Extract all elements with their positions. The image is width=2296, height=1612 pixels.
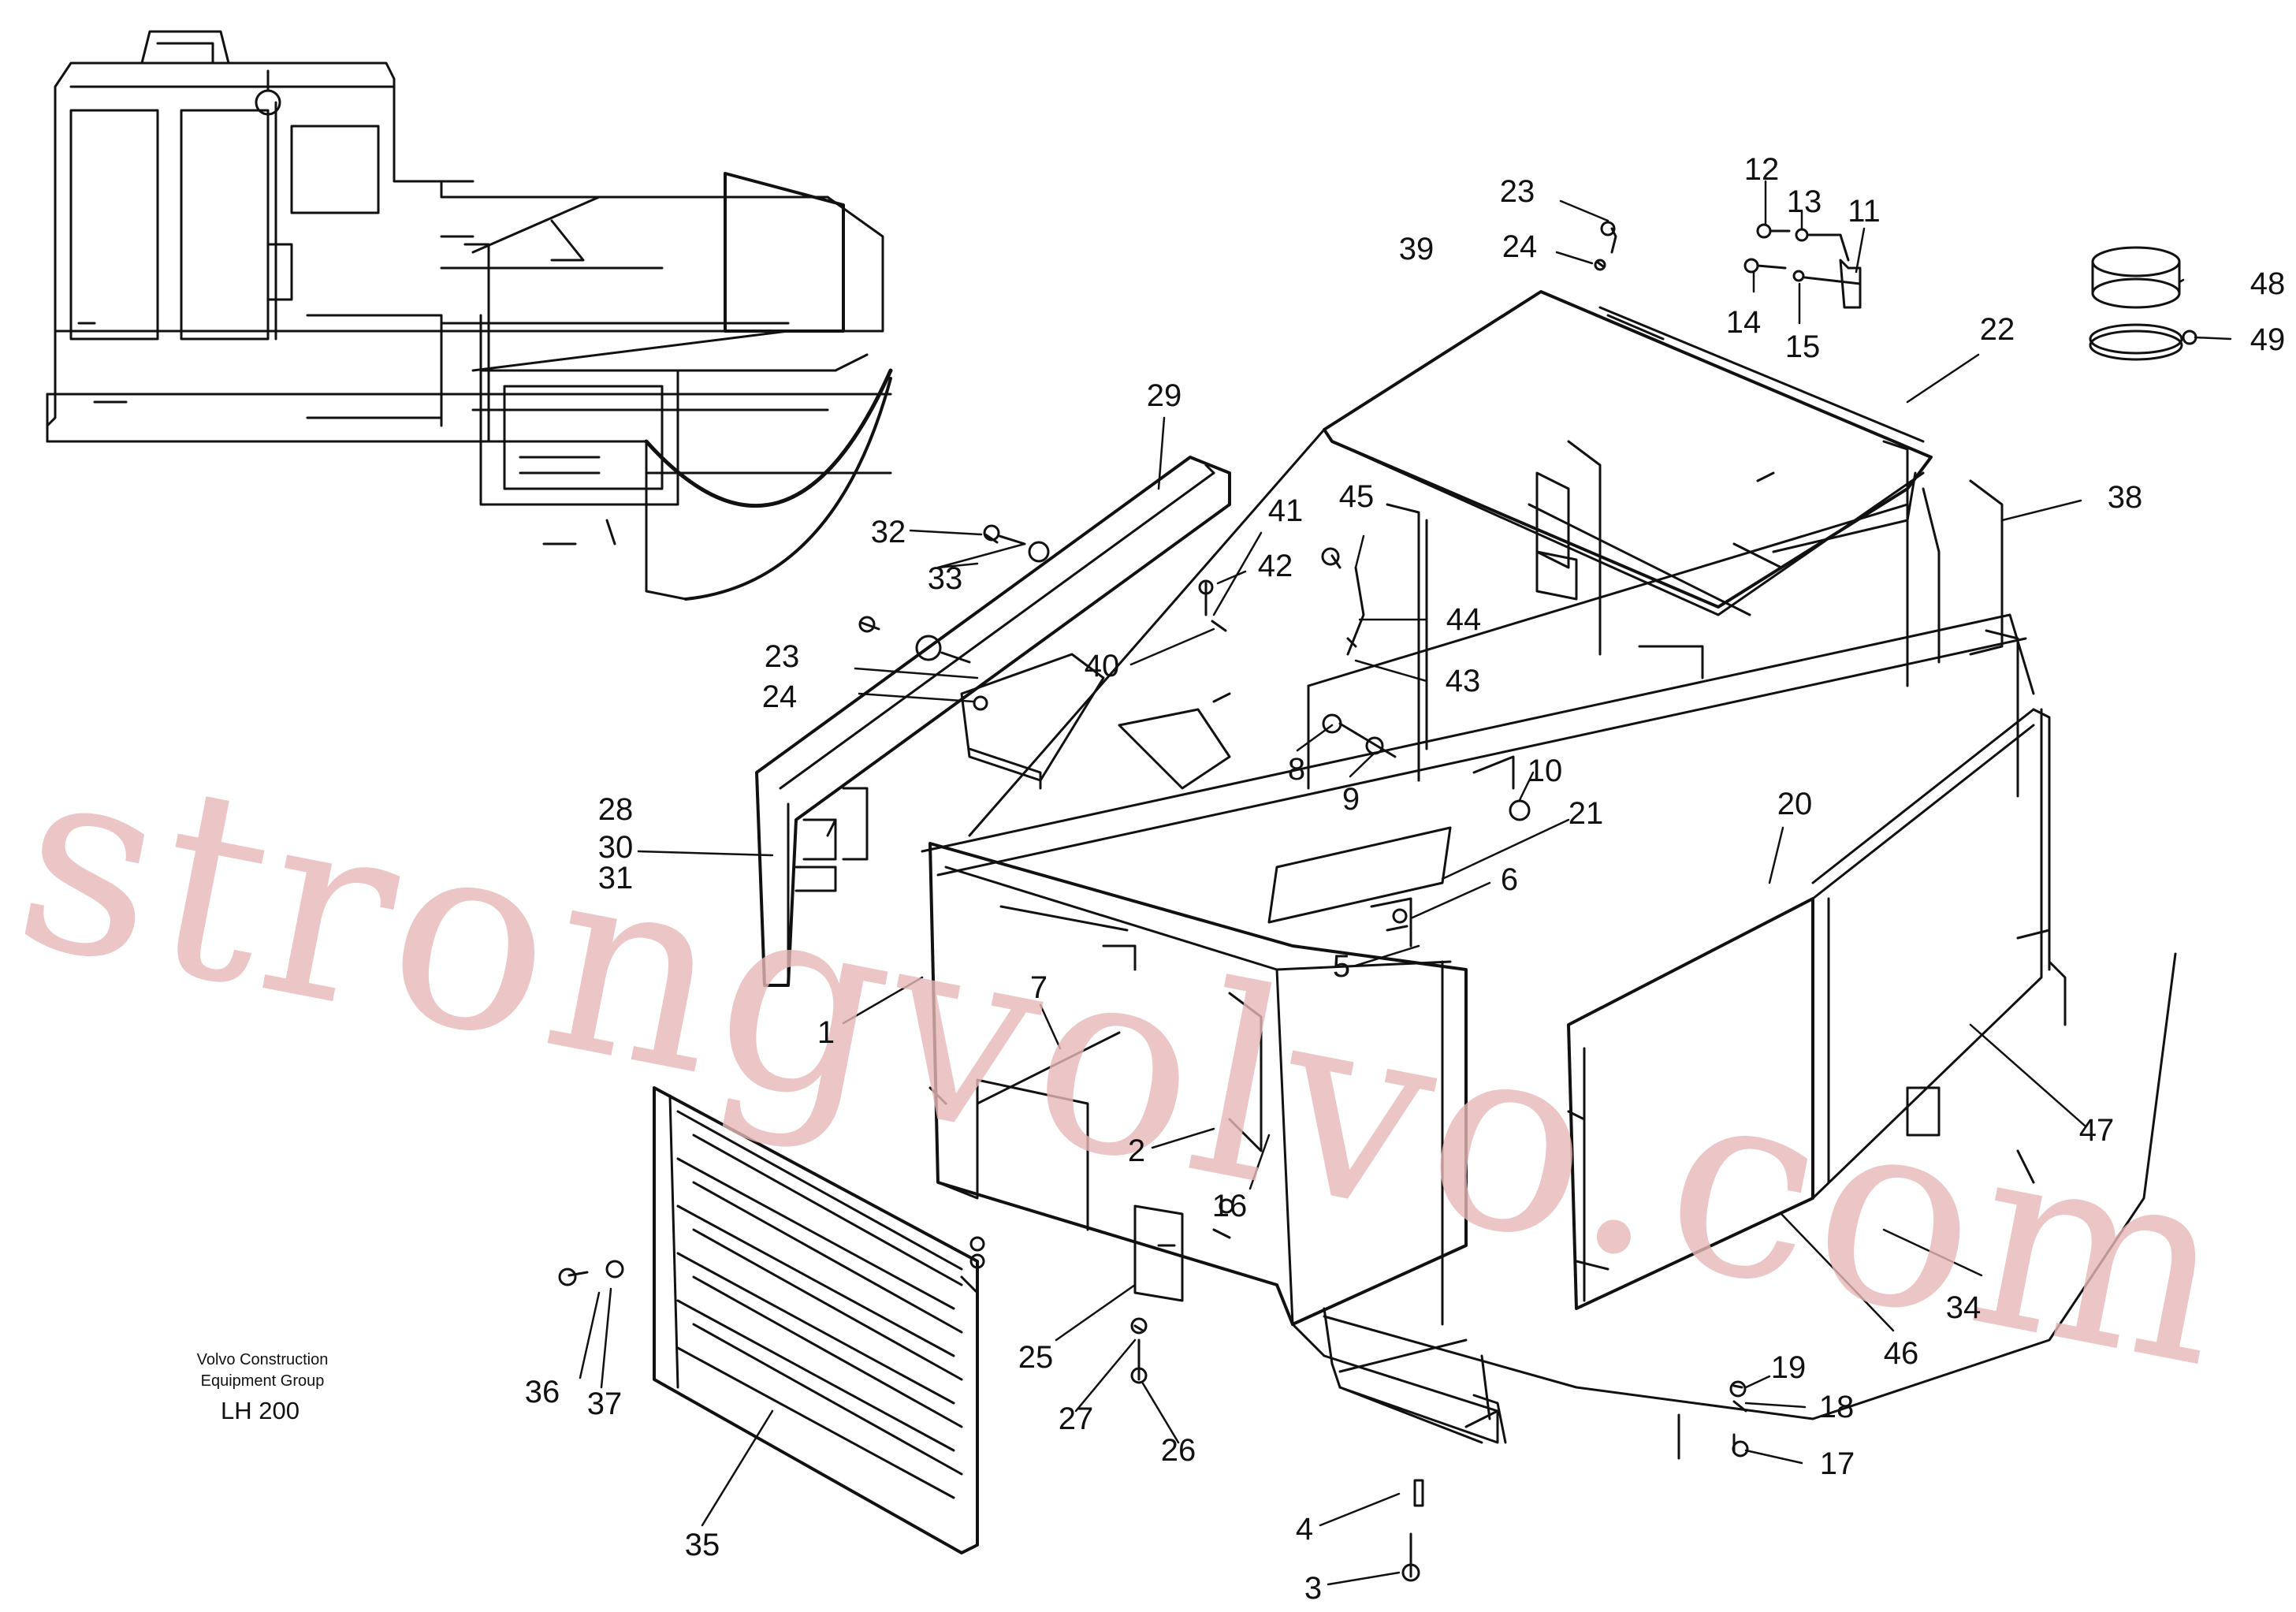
leader-lines [579, 180, 2232, 1586]
machine-overview [46, 30, 893, 601]
callout-29: 29 [1146, 378, 1182, 413]
callout-20: 20 [1777, 787, 1813, 821]
counterweight-drawing [928, 708, 2177, 1444]
callout-19: 19 [1770, 1350, 1807, 1385]
callout-24: 24 [761, 679, 798, 714]
callout-10: 10 [1527, 754, 1563, 788]
callout-40: 40 [1084, 649, 1120, 683]
callout-9: 9 [1342, 782, 1360, 817]
callout-16: 16 [1211, 1189, 1248, 1223]
caption-line-1: Volvo Construction [196, 1351, 329, 1368]
louvered-grill-drawing [653, 1086, 979, 1554]
callout-46: 46 [1883, 1336, 1919, 1371]
bracket-details-drawing [960, 550, 1578, 1302]
callout-42: 42 [1257, 549, 1293, 583]
callout-27: 27 [1058, 1402, 1094, 1436]
callout-24: 24 [1502, 229, 1538, 264]
callout-30: 30 [597, 830, 634, 865]
callout-32: 32 [870, 515, 906, 549]
callout-41: 41 [1267, 493, 1304, 528]
callout-4: 4 [1295, 1512, 1314, 1547]
callout-34: 34 [1945, 1290, 1982, 1325]
callout-35: 35 [684, 1528, 720, 1562]
callout-49: 49 [2249, 322, 2286, 357]
callout-38: 38 [2107, 480, 2143, 515]
manufacturer-caption: Volvo Construction Equipment Group [197, 1350, 329, 1392]
caption-line-2: Equipment Group [200, 1372, 325, 1390]
callout-2: 2 [1127, 1134, 1146, 1168]
callout-7: 7 [1029, 970, 1048, 1005]
callout-26: 26 [1160, 1433, 1196, 1468]
side-door-drawing [755, 456, 1231, 987]
callout-17: 17 [1819, 1446, 1855, 1481]
callout-12: 12 [1743, 152, 1780, 187]
callout-18: 18 [1818, 1390, 1855, 1424]
callout-15: 15 [1784, 329, 1821, 364]
main-frame-drawing [921, 428, 2035, 877]
callout-28: 28 [597, 792, 634, 827]
lamp-parts-drawing [2089, 246, 2197, 361]
callout-23: 23 [1499, 174, 1535, 209]
callout-23: 23 [764, 639, 800, 674]
callout-22: 22 [1979, 312, 2015, 347]
callout-45: 45 [1338, 479, 1375, 514]
callout-6: 6 [1500, 862, 1519, 897]
callout-44: 44 [1446, 602, 1482, 637]
callout-25: 25 [1018, 1340, 1054, 1375]
callout-13: 13 [1786, 184, 1822, 219]
callout-1: 1 [817, 1015, 835, 1050]
callout-43: 43 [1445, 664, 1481, 698]
callout-21: 21 [1568, 796, 1604, 831]
model-caption: LH 200 [221, 1397, 300, 1424]
front-cabinet-drawing [928, 842, 1468, 1357]
callout-39: 39 [1398, 232, 1435, 266]
callout-33: 33 [927, 561, 963, 596]
roof-panel-drawing [1323, 290, 1933, 616]
callout-47: 47 [2078, 1113, 2115, 1148]
callout-14: 14 [1725, 305, 1762, 340]
callout-31: 31 [597, 861, 634, 895]
callout-48: 48 [2249, 266, 2286, 301]
fastener-hardware-drawing [558, 221, 1862, 1582]
callout-37: 37 [586, 1387, 623, 1421]
callout-36: 36 [524, 1375, 560, 1409]
callout-8: 8 [1287, 752, 1306, 787]
callout-11: 11 [1848, 194, 1881, 229]
callout-3: 3 [1304, 1571, 1323, 1606]
callout-5: 5 [1332, 949, 1351, 984]
